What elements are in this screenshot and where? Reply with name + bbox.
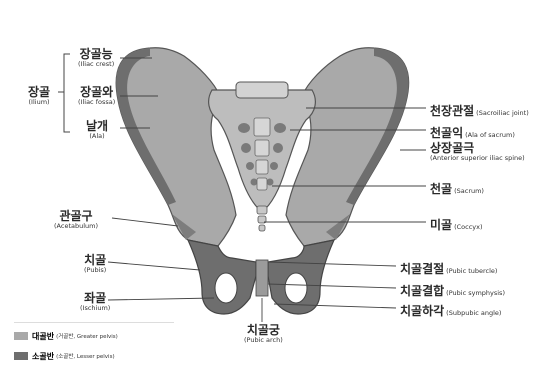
label-iliac-fossa: 장골와 (Iliac fossa) bbox=[78, 86, 115, 105]
label-pubic-symphysis: 치골결합(Pubic symphysis) bbox=[400, 282, 505, 299]
label-coccyx: 미골(Coccyx) bbox=[430, 216, 483, 233]
legend-swatch-greater bbox=[14, 332, 28, 340]
label-ischium: 좌골 (Ischium) bbox=[80, 292, 110, 311]
coccyx bbox=[257, 206, 267, 231]
label-pubis: 치골 (Pubis) bbox=[84, 254, 106, 273]
label-subpubic-angle: 치골하각(Subpubic angle) bbox=[400, 302, 501, 319]
left-ilium-wing bbox=[116, 48, 236, 246]
legend: 대골반 (거골반, Greater pelvis) 소골반 (소골반, Less… bbox=[14, 322, 174, 371]
ilium-bracket bbox=[58, 54, 70, 132]
label-ala: 날개 (Ala) bbox=[86, 120, 108, 139]
label-iliac-crest: 장골능 (Iliac crest) bbox=[78, 48, 114, 67]
right-obturator-foramen bbox=[285, 273, 307, 303]
label-pubic-tubercle: 치골결절(Pubic tubercle) bbox=[400, 260, 497, 277]
label-acetabulum: 관골구 (Acetabulum) bbox=[54, 210, 98, 229]
label-sacrum: 천골(Sacrum) bbox=[430, 180, 484, 197]
legend-item-greater-pelvis: 대골반 (거골반, Greater pelvis) bbox=[14, 329, 118, 343]
legend-label-greater: 대골반 bbox=[32, 331, 54, 342]
legend-swatch-lesser bbox=[14, 352, 28, 360]
legend-sub-lesser: (소골반, Lesser pelvis) bbox=[56, 352, 115, 360]
l5-vertebra bbox=[236, 82, 288, 98]
legend-item-lesser-pelvis: 소골반 (소골반, Lesser pelvis) bbox=[14, 349, 115, 363]
left-obturator-foramen bbox=[215, 273, 237, 303]
label-ala-of-sacrum: 천골익(Ala of sacrum) bbox=[430, 124, 515, 141]
label-asis: 상장골극 (Anterior superior iliac spine) bbox=[430, 142, 525, 161]
pubic-symphysis bbox=[256, 260, 268, 296]
label-sacroiliac-joint: 천장관절(Sacroiliac joint) bbox=[430, 102, 529, 119]
label-ilium: 장골 (Ilium) bbox=[28, 86, 50, 105]
legend-label-lesser: 소골반 bbox=[32, 351, 54, 362]
legend-sub-greater: (거골반, Greater pelvis) bbox=[56, 332, 118, 340]
label-pubic-arch: 치골궁 (Pubic arch) bbox=[244, 324, 283, 343]
